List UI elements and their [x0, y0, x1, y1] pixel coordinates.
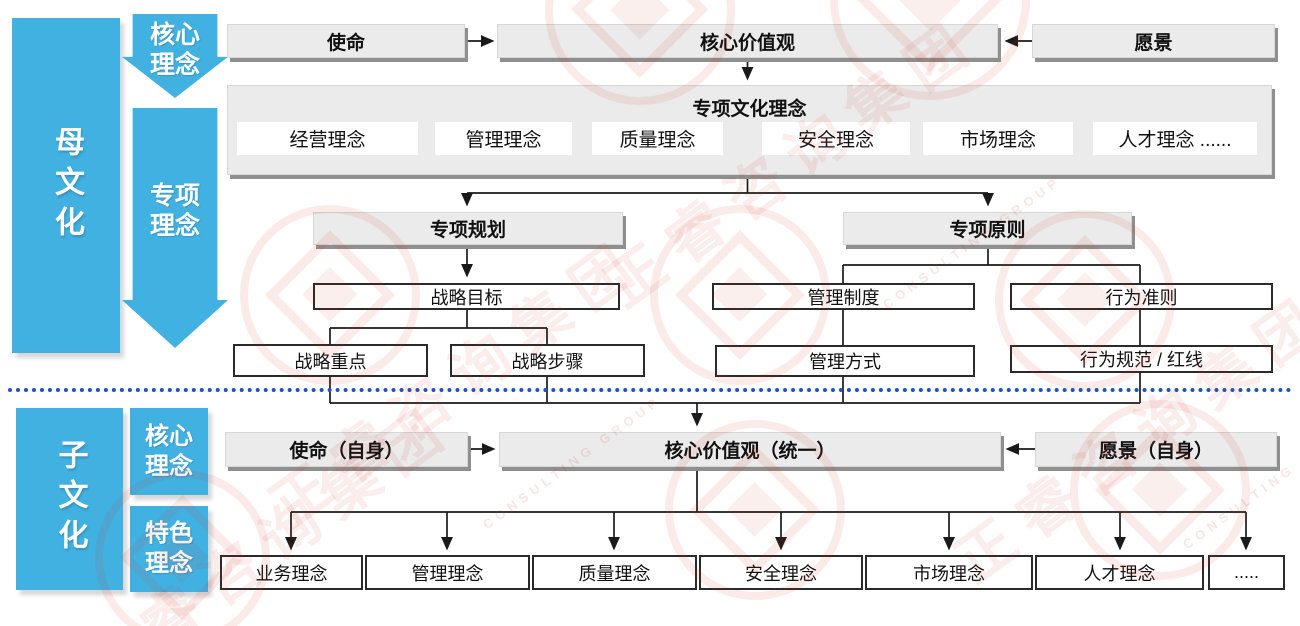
node-child-core-values: 核心价值观（统一） [499, 432, 1001, 467]
node-child-mission: 使命（自身） [225, 432, 468, 467]
node-strategy-focus: 战略重点 [233, 344, 428, 377]
child-item-talent: 人才理念 [1035, 555, 1204, 590]
child-item-quality: 质量理念 [532, 555, 697, 590]
child-item-more: ..... [1208, 555, 1285, 590]
child-culture-label: 子文化 [53, 439, 87, 559]
special-idea-arrow: 专项理念 [122, 108, 228, 348]
node-core-values: 核心价值观 [497, 24, 998, 58]
special-idea-arrow-label: 专项理念 [149, 182, 200, 240]
node-strategy-goal: 战略目标 [313, 283, 620, 310]
parent-culture-bar: 母文化 [12, 18, 120, 353]
node-child-vision: 愿景（自身） [1035, 432, 1277, 467]
parent-culture-label: 母文化 [50, 125, 83, 246]
node-conduct-code: 行为准则 [1010, 283, 1273, 310]
child-item-management: 管理理念 [365, 555, 530, 590]
special-item-safety: 安全理念 [762, 122, 910, 155]
node-special-principles: 专项原则 [843, 212, 1132, 245]
node-mgmt-method: 管理方式 [715, 345, 975, 377]
node-special-planning: 专项规划 [313, 212, 623, 245]
special-item-talent: 人才理念 ...... [1093, 122, 1257, 155]
child-item-market: 市场理念 [865, 555, 1033, 590]
child-feature-tag-label: 特色理念 [145, 520, 193, 577]
parent-child-separator [8, 388, 1292, 392]
child-feature-tag: 特色理念 [130, 506, 208, 592]
special-item-quality: 质量理念 [592, 122, 723, 155]
node-mgmt-system: 管理制度 [712, 283, 975, 310]
child-core-tag-label: 核心理念 [145, 422, 193, 480]
child-culture-bar: 子文化 [16, 408, 123, 590]
core-idea-arrow: 核心理念 [122, 14, 228, 98]
core-idea-arrow-label: 核心理念 [149, 21, 200, 79]
node-conduct-norms: 行为规范 / 红线 [1010, 345, 1273, 373]
special-item-market: 市场理念 [923, 122, 1073, 155]
special-ideas-title: 专项文化理念 [692, 99, 807, 120]
child-item-business: 业务理念 [220, 555, 363, 590]
special-item-management: 管理理念 [435, 122, 572, 155]
node-strategy-steps: 战略步骤 [450, 344, 645, 377]
special-item-business: 经营理念 [237, 122, 418, 155]
node-vision: 愿景 [1032, 24, 1275, 58]
child-item-safety: 安全理念 [699, 555, 863, 590]
child-core-tag: 核心理念 [130, 408, 208, 495]
node-mission: 使命 [227, 24, 465, 58]
